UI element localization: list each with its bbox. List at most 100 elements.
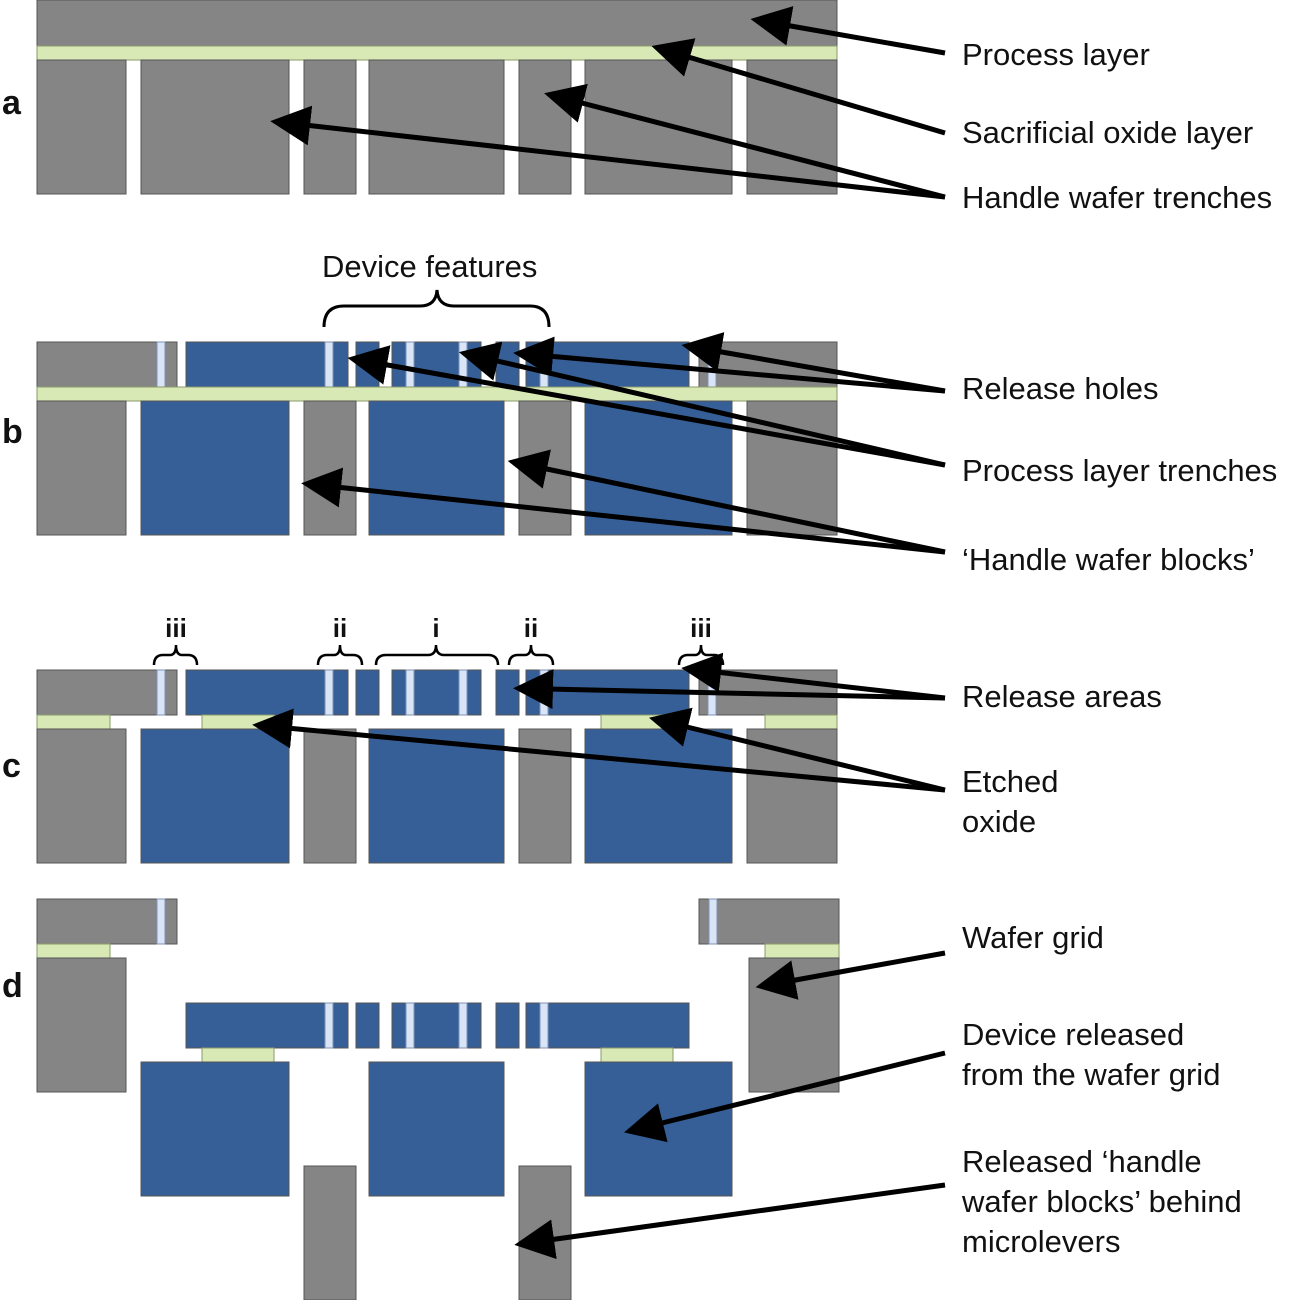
label-device-features: Device features xyxy=(322,249,537,284)
oxide-pad xyxy=(764,943,840,959)
release-hole xyxy=(405,669,415,716)
released-handle-blocks xyxy=(303,1165,572,1300)
arrow-handle-block xyxy=(507,449,946,555)
release-hole xyxy=(156,341,166,388)
release-hole xyxy=(708,898,718,945)
oxide-pad xyxy=(201,714,275,730)
label-etched-oxide-line1: Etched xyxy=(962,764,1059,799)
label-released-blocks-line3: microlevers xyxy=(962,1224,1120,1259)
device-handle-block xyxy=(584,728,733,864)
release-area-braces xyxy=(152,644,725,666)
release-hole xyxy=(707,341,717,388)
arrow-sacrificial-oxide xyxy=(651,38,946,136)
brace-i xyxy=(374,644,500,666)
label-i: i xyxy=(432,613,439,643)
release-hole xyxy=(324,341,334,388)
label-ii-left: ii xyxy=(333,613,347,643)
handle-wafer-segment xyxy=(368,59,505,195)
device-process-segment xyxy=(391,1002,482,1049)
device-process-segment xyxy=(495,1002,520,1049)
label-device-released-line2: from the wafer grid xyxy=(962,1057,1220,1092)
wafer-grid-handle xyxy=(36,957,127,1093)
brace-iii-left xyxy=(152,644,199,666)
label-device-released-line1: Device released xyxy=(962,1017,1184,1052)
arrow-handle-trench xyxy=(270,105,946,200)
device-handle-block xyxy=(140,1061,290,1197)
panel-c-arrows xyxy=(252,652,946,793)
release-hole xyxy=(156,669,166,716)
panel-b-letter: b xyxy=(2,413,23,451)
panel-d-letter: d xyxy=(2,967,23,1005)
device-handle-block xyxy=(368,728,505,864)
sacrificial-oxide-b xyxy=(36,386,838,402)
brace-iii-right xyxy=(677,644,725,666)
label-handle-blocks: ‘Handle wafer blocks’ xyxy=(962,542,1255,577)
oxide-pad xyxy=(600,714,674,730)
arrow-release-hole xyxy=(513,336,946,394)
device-process-segment xyxy=(495,669,520,716)
oxide-pad xyxy=(201,1047,275,1063)
wafer-grid-process xyxy=(698,898,840,945)
device-handle-block xyxy=(140,728,290,864)
arrow-handle-trench xyxy=(544,83,946,200)
device-process-segment xyxy=(185,341,349,388)
label-process-layer: Process layer xyxy=(962,37,1150,72)
release-hole xyxy=(458,669,468,716)
handle-wafer-segment xyxy=(518,59,572,195)
handle-wafer-segment xyxy=(584,59,733,195)
handle-wafer-block xyxy=(303,400,357,536)
panel-a-letter: a xyxy=(2,84,22,122)
device-handle-block xyxy=(368,1061,505,1197)
handle-wafer-segments xyxy=(36,59,838,195)
device-process-segment xyxy=(355,669,380,716)
label-iii-left: iii xyxy=(165,613,187,643)
sacrificial-oxide-layer xyxy=(36,45,838,61)
device-handle-block xyxy=(140,400,290,536)
released-device xyxy=(140,1002,733,1197)
arrow-release-area xyxy=(513,669,946,710)
oxide-pad xyxy=(36,714,111,730)
release-hole xyxy=(539,1002,549,1049)
label-iii-right: iii xyxy=(690,613,712,643)
wafer-grid-left xyxy=(36,898,178,1093)
release-hole xyxy=(324,1002,334,1049)
label-sacrificial-oxide: Sacrificial oxide layer xyxy=(962,115,1253,150)
arrow-etched-oxide xyxy=(252,708,946,793)
device-process-segment xyxy=(525,1002,690,1049)
panel-b: b Device features xyxy=(2,249,1277,577)
wafer-grid-process xyxy=(36,669,178,716)
device-process-segment xyxy=(185,669,349,716)
handle-wafer-segment xyxy=(140,59,290,195)
label-handle-trenches: Handle wafer trenches xyxy=(962,180,1272,215)
handle-wafer-segment xyxy=(746,59,838,195)
device-handle-block xyxy=(368,400,505,536)
panel-a: a Process layer Sacrificial oxide layer … xyxy=(2,0,1272,215)
device-process-segment xyxy=(355,1002,380,1049)
handle-wafer-block xyxy=(518,1165,572,1300)
handle-wafer-segment xyxy=(36,59,127,195)
arrow-wafer-grid xyxy=(755,950,946,1000)
label-wafer-grid: Wafer grid xyxy=(962,920,1104,955)
release-hole xyxy=(156,898,166,945)
arrow-process-layer xyxy=(750,6,946,56)
arrow-process-trench xyxy=(347,345,946,468)
label-process-trenches: Process layer trenches xyxy=(962,453,1277,488)
oxide-pad xyxy=(600,1047,674,1063)
wafer-grid-process xyxy=(36,341,178,388)
wafer-grid-handle xyxy=(746,728,838,864)
handle-layer-c xyxy=(36,728,838,864)
brace-ii-right xyxy=(507,644,555,666)
panel-c: c iii ii i ii iii xyxy=(2,613,1162,864)
release-hole xyxy=(405,1002,415,1049)
etched-oxide-pads xyxy=(36,714,838,730)
release-hole xyxy=(458,1002,468,1049)
wafer-grid-handle xyxy=(36,728,127,864)
label-released-blocks-line2: wafer blocks’ behind xyxy=(961,1184,1242,1219)
label-ii-right: ii xyxy=(524,613,538,643)
arrow-device-released xyxy=(624,1050,946,1143)
process-layer xyxy=(36,0,838,47)
oxide-pad xyxy=(764,714,838,730)
arrow-handle-block xyxy=(301,467,946,555)
handle-wafer-block xyxy=(303,728,357,864)
